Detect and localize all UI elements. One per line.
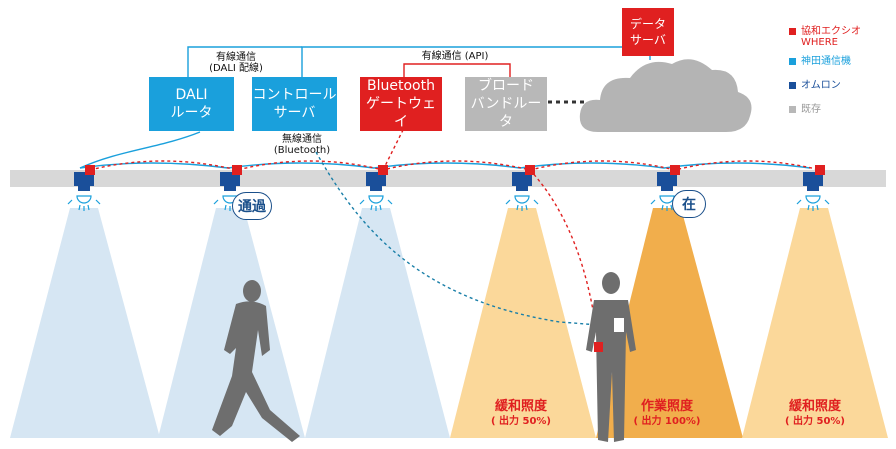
cloud-shape — [579, 59, 752, 133]
zone-1-title: 緩和照度 — [494, 399, 547, 414]
wired-dali-label: 有線通信 (DALI 配線) — [196, 52, 276, 74]
zone-3-sub: ( 出力 50%) — [784, 416, 846, 427]
light-cone-3 — [305, 208, 450, 438]
dali-router-line2: ルータ — [170, 105, 213, 121]
present-badge: 在 — [672, 190, 706, 218]
legend-item-kyowa: 協和エクシオ WHERE — [789, 26, 861, 48]
wireless-sensor — [525, 165, 535, 175]
wireless-bluetooth-label: 無線通信 (Bluetooth) — [262, 134, 342, 156]
light-cone-6 — [742, 208, 888, 438]
control-server-line1: コントロール — [252, 87, 337, 103]
control-server-line2: サーバ — [273, 105, 316, 121]
legend-label-kyowa: 協和エクシオ WHERE — [801, 26, 861, 48]
wired-dali-line1: 有線通信 — [216, 52, 256, 63]
zone-label-3: 緩和照度 ( 出力 50%) — [760, 399, 870, 429]
wireless-sensor — [85, 165, 95, 175]
light-fixture — [796, 172, 830, 211]
wireless-sensor — [378, 165, 388, 175]
legend-swatch-existing — [789, 106, 796, 113]
bluetooth-gateway-box: Bluetooth ゲートウェイ — [360, 77, 442, 131]
broadband-router-line1: ブロード — [478, 78, 534, 94]
light-cones — [10, 208, 888, 438]
wireless-sensor — [815, 165, 825, 175]
light-cone-1 — [10, 208, 160, 438]
wireless-sensor — [232, 165, 242, 175]
zone-1-sub: ( 出力 50%) — [490, 416, 552, 427]
passing-badge: 通過 — [232, 192, 272, 220]
dali-cabling — [79, 131, 811, 169]
broadband-router-line2: バンドルータ — [470, 96, 542, 130]
data-server-line2: サーバ — [630, 33, 666, 47]
legend-swatch-omron — [789, 82, 796, 89]
legend-swatch-kanda — [789, 58, 796, 65]
bluetooth-gateway-line1: Bluetooth — [367, 78, 435, 94]
walking-person — [212, 280, 300, 442]
handheld-tag — [594, 342, 603, 352]
standing-person — [586, 272, 636, 442]
light-cone-5 — [596, 208, 743, 438]
data-server-box: データ サーバ — [622, 8, 674, 56]
control-server-box: コントロール サーバ — [252, 77, 337, 131]
dali-router-box: DALI ルータ — [149, 77, 234, 131]
id-badge — [614, 318, 624, 332]
dali-router-line1: DALI — [175, 87, 208, 103]
wired-api-label: 有線通信 (API) — [405, 51, 505, 62]
light-cone-4 — [450, 208, 596, 438]
legend-swatch-kyowa — [789, 28, 796, 35]
zone-2-sub: ( 出力 100%) — [633, 416, 701, 427]
light-fixture — [505, 172, 539, 211]
wired-api-line1: 有線通信 (API) — [421, 51, 489, 62]
legend-label-omron: オムロン — [801, 80, 841, 91]
light-fixture — [650, 172, 684, 211]
wireless-bluetooth-line1: 無線通信 — [282, 134, 322, 145]
light-fixture — [67, 172, 101, 211]
bluetooth-gateway-line2: ゲートウェイ — [366, 96, 436, 130]
sensors — [85, 165, 825, 175]
bluetooth-link — [315, 151, 613, 327]
legend-item-kanda: 神田通信機 — [789, 56, 851, 67]
legend-label-existing: 既存 — [801, 104, 821, 115]
legend-item-existing: 既存 — [789, 104, 821, 115]
data-server-line1: データ — [629, 17, 666, 31]
broadband-router-box: ブロード バンドルータ — [465, 77, 547, 131]
legend-item-omron: オムロン — [789, 80, 841, 91]
zone-2-title: 作業照度 — [640, 399, 693, 414]
zone-label-1: 緩和照度 ( 出力 50%) — [466, 399, 576, 429]
fixtures — [67, 172, 830, 211]
legend-label-kanda: 神田通信機 — [801, 56, 851, 67]
ceiling-rail — [10, 170, 886, 187]
wired-dali-line2: (DALI 配線) — [209, 63, 263, 74]
wireless-bluetooth-line2: (Bluetooth) — [273, 145, 331, 156]
zone-label-2: 作業照度 ( 出力 100%) — [612, 399, 722, 429]
light-fixture — [359, 172, 393, 211]
wireless-sensor — [670, 165, 680, 175]
zone-3-title: 緩和照度 — [788, 399, 841, 414]
